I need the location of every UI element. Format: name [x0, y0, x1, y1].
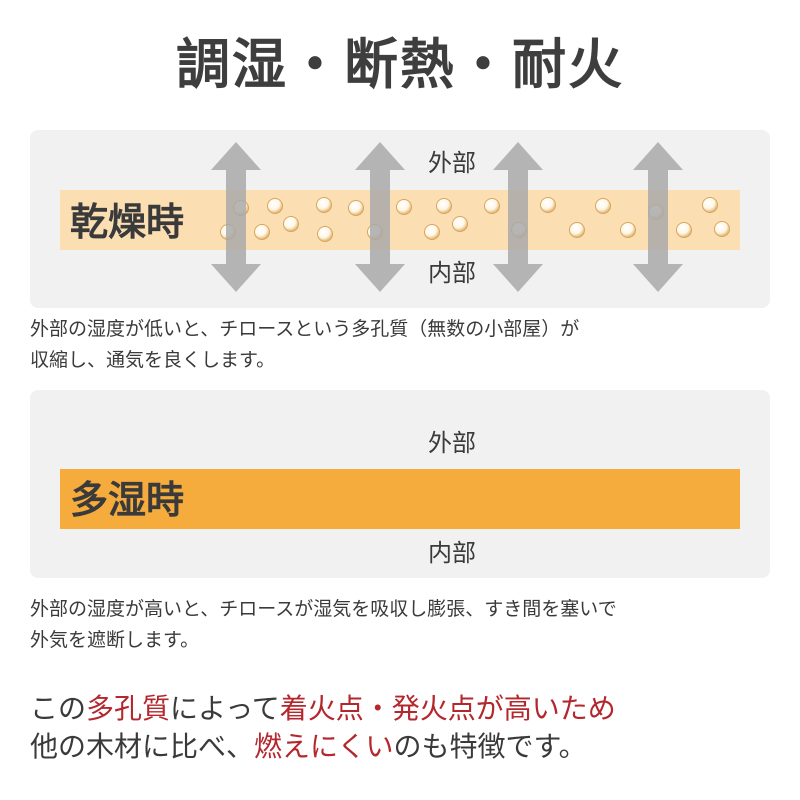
summary-text: のも特徴です。	[393, 730, 587, 763]
double-arrow-icon	[355, 142, 405, 292]
dry-pore	[316, 197, 332, 213]
summary-text: この	[30, 692, 87, 725]
dry-pore	[702, 197, 718, 213]
dry-wood-band	[60, 190, 740, 250]
wet-description-line-1: 外部の湿度が高いと、チロースが湿気を吸収し膨張、すき間を塞いで	[30, 598, 617, 620]
summary-highlight: 燃えにくい	[254, 730, 394, 763]
wet-label: 多湿時	[70, 478, 185, 522]
dry-pore	[254, 224, 270, 240]
dry-outside-label: 外部	[428, 149, 476, 177]
dry-inside-label: 内部	[428, 259, 476, 287]
wet-wood-band	[60, 469, 740, 529]
summary-highlight: 多孔質	[86, 692, 171, 725]
dry-pore	[396, 199, 412, 215]
dry-airflow-arrows	[211, 142, 683, 292]
dry-pore	[317, 226, 333, 242]
page-title: 調湿・断熱・耐火	[176, 33, 624, 96]
dry-pore	[569, 222, 585, 238]
dry-pore	[595, 198, 611, 214]
summary-line-1: この多孔質によって着火点・発火点が高いため	[30, 690, 780, 728]
wet-inside-label: 内部	[428, 539, 476, 567]
dry-pore	[484, 198, 500, 214]
double-arrow-icon	[211, 142, 261, 292]
summary-text: によって	[170, 692, 280, 725]
double-arrow-icon	[493, 142, 543, 292]
dry-pore	[267, 198, 283, 214]
summary-highlight: 着火点・発火点が高いため	[279, 692, 616, 725]
wet-description: 外部の湿度が高いと、チロースが湿気を吸収し膨張、すき間を塞いで 外気を遮断します…	[30, 594, 770, 656]
summary-text: 他の木材に比べ、	[30, 730, 255, 763]
dry-description: 外部の湿度が低いと、チロースという多孔質（無数の小部屋）が 収縮し、通気を良くし…	[30, 314, 770, 376]
wet-description-line-2: 外気を遮断します。	[30, 629, 200, 651]
dry-pore	[424, 224, 440, 240]
wet-outside-label: 外部	[428, 429, 476, 457]
dry-pore	[714, 221, 730, 237]
dry-description-line-2: 収縮し、通気を良くします。	[30, 349, 276, 371]
dry-pore	[436, 198, 452, 214]
summary-line-2: 他の木材に比べ、燃えにくいのも特徴です。	[30, 728, 780, 766]
dry-label: 乾燥時	[70, 200, 185, 244]
dry-pore	[676, 222, 692, 238]
dry-pore	[283, 216, 299, 232]
dry-pore	[452, 216, 468, 232]
dry-pore	[348, 200, 364, 216]
dry-pore	[540, 197, 556, 213]
dry-pore	[620, 222, 636, 238]
dry-description-line-1: 外部の湿度が低いと、チロースという多孔質（無数の小部屋）が	[30, 318, 580, 340]
double-arrow-icon	[633, 142, 683, 292]
